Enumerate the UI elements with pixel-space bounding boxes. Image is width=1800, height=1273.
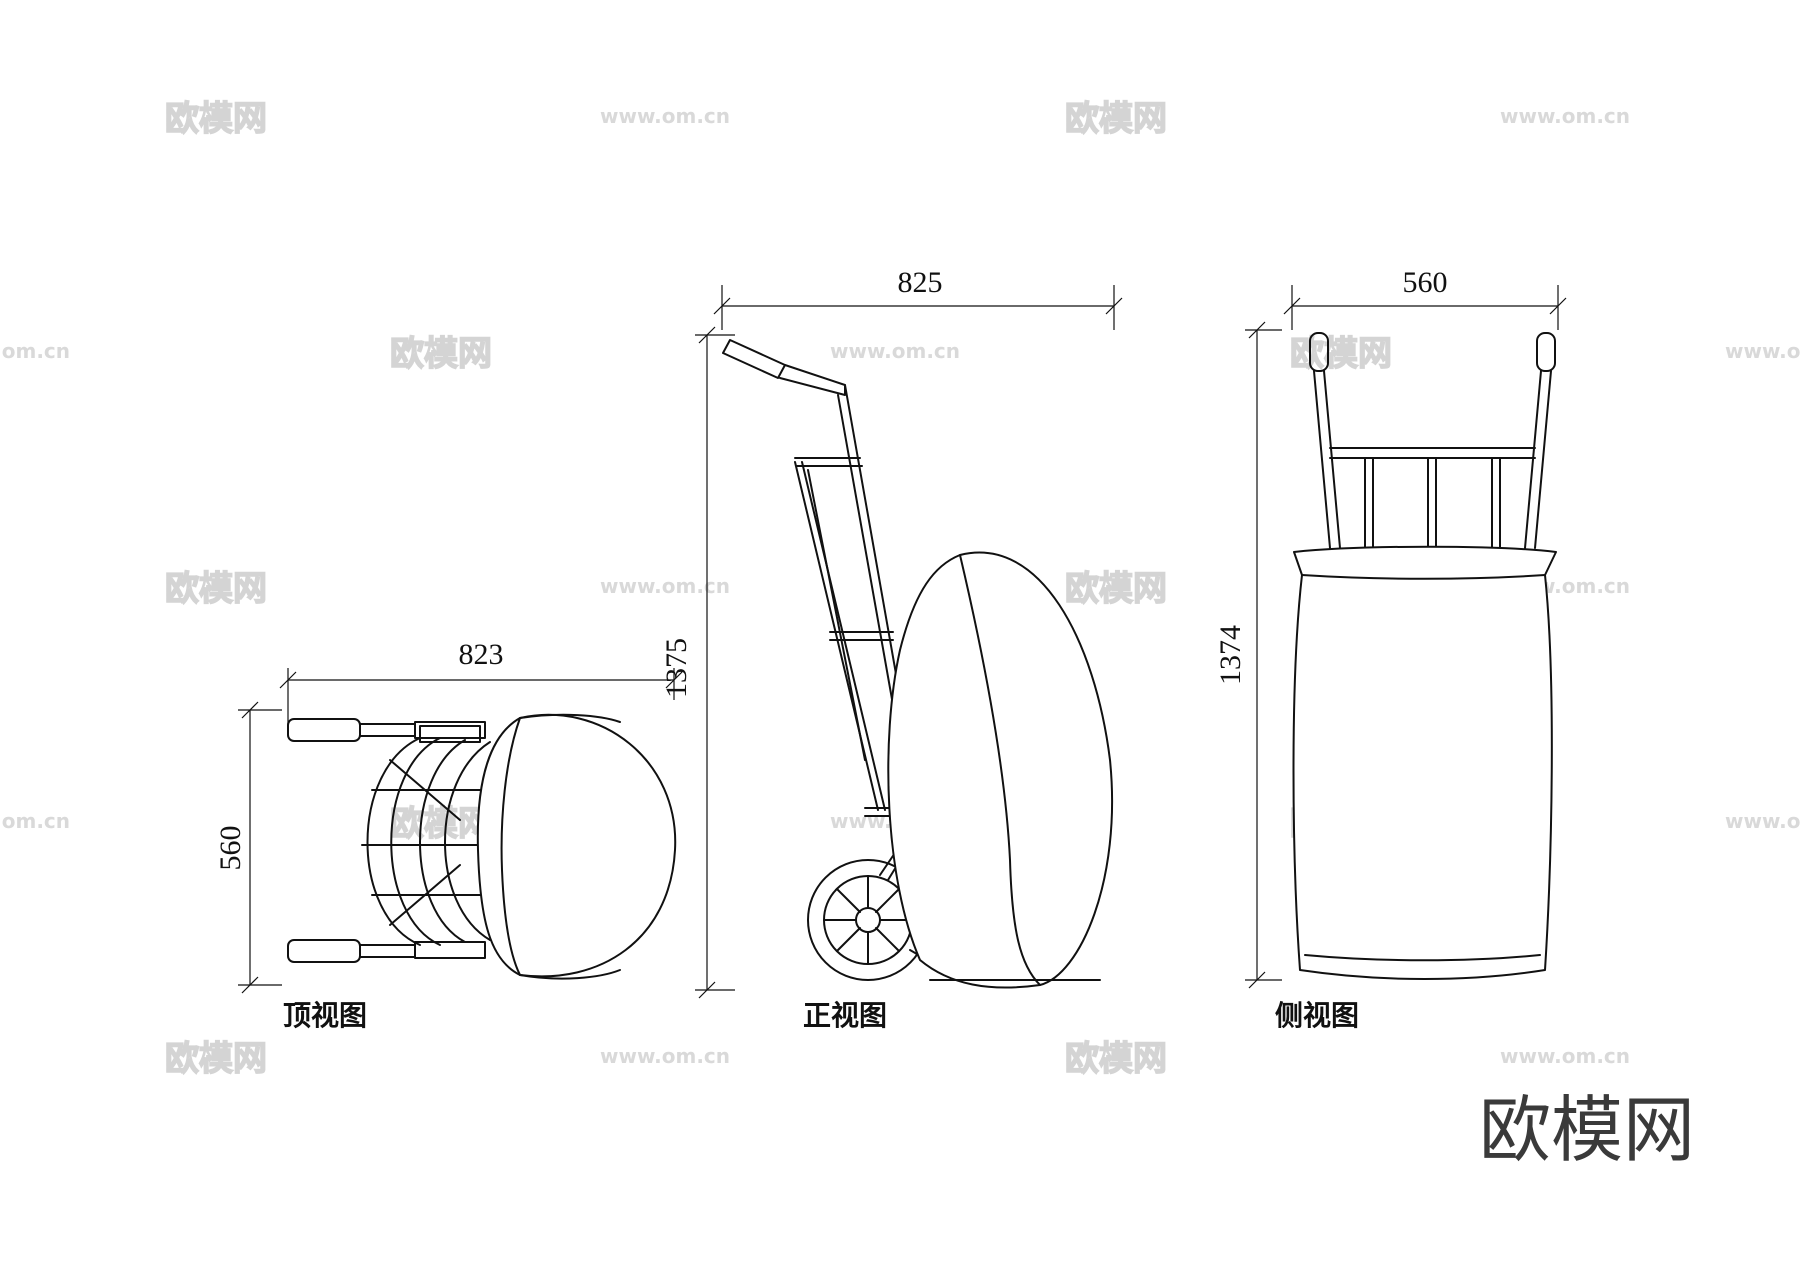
top-view-label: 顶视图 bbox=[283, 999, 367, 1032]
top-height-value: 560 bbox=[214, 826, 247, 871]
front-view: 825 1375 bbox=[660, 266, 1123, 1032]
watermark-url: www.om.cn bbox=[600, 574, 730, 598]
side-sack bbox=[1292, 545, 1557, 980]
front-handle bbox=[722, 339, 846, 396]
watermark-url: www.om.cn bbox=[0, 809, 70, 833]
top-view: 823 560 bbox=[214, 638, 683, 1032]
side-view: 560 1374 bbox=[1214, 266, 1567, 1032]
watermark-url: www.om.cn bbox=[830, 339, 960, 363]
top-width-dimension: 823 bbox=[279, 638, 683, 726]
side-height-value: 1374 bbox=[1214, 625, 1247, 685]
watermark-text: 欧模网 bbox=[1065, 99, 1167, 139]
watermark-text: 欧模网 bbox=[1065, 569, 1167, 609]
watermark-text: 欧模网 bbox=[1290, 334, 1392, 374]
top-handle-upper bbox=[287, 718, 486, 742]
watermark-text: 欧模网 bbox=[1065, 1039, 1167, 1079]
brand-logo: 欧模网 bbox=[1479, 1088, 1695, 1172]
watermark-url: www.om.cn bbox=[1725, 339, 1800, 363]
front-view-label: 正视图 bbox=[803, 999, 887, 1032]
watermark-url: www.om.cn bbox=[600, 1044, 730, 1068]
top-handle-lower bbox=[287, 939, 486, 963]
side-view-label: 侧视图 bbox=[1275, 999, 1359, 1032]
side-height-dimension: 1374 bbox=[1214, 321, 1282, 989]
watermark-text: 欧模网 bbox=[390, 334, 492, 374]
watermark-url: www.om.cn bbox=[1500, 104, 1630, 128]
watermark-url: www.om.cn bbox=[1500, 1044, 1630, 1068]
watermark-text: 欧模网 bbox=[165, 99, 267, 139]
front-width-value: 825 bbox=[898, 266, 943, 299]
front-width-dimension: 825 bbox=[713, 266, 1123, 330]
side-width-value: 560 bbox=[1403, 266, 1448, 299]
front-sack bbox=[887, 551, 1114, 989]
side-width-dimension: 560 bbox=[1283, 266, 1567, 330]
side-frame bbox=[1309, 332, 1556, 549]
watermark-url: www.om.cn bbox=[600, 104, 730, 128]
top-sack bbox=[476, 713, 677, 980]
watermark-url: www.om.cn bbox=[0, 339, 70, 363]
watermark-url: www.om.cn bbox=[1725, 809, 1800, 833]
top-height-dimension: 560 bbox=[214, 701, 282, 994]
watermark-text: 欧模网 bbox=[165, 1039, 267, 1079]
front-height-value: 1375 bbox=[660, 638, 693, 698]
front-wheel bbox=[807, 859, 929, 981]
front-height-dimension: 1375 bbox=[660, 326, 735, 999]
watermark-text: 欧模网 bbox=[390, 804, 492, 844]
top-width-value: 823 bbox=[459, 638, 504, 671]
watermark-text: 欧模网 bbox=[165, 569, 267, 609]
